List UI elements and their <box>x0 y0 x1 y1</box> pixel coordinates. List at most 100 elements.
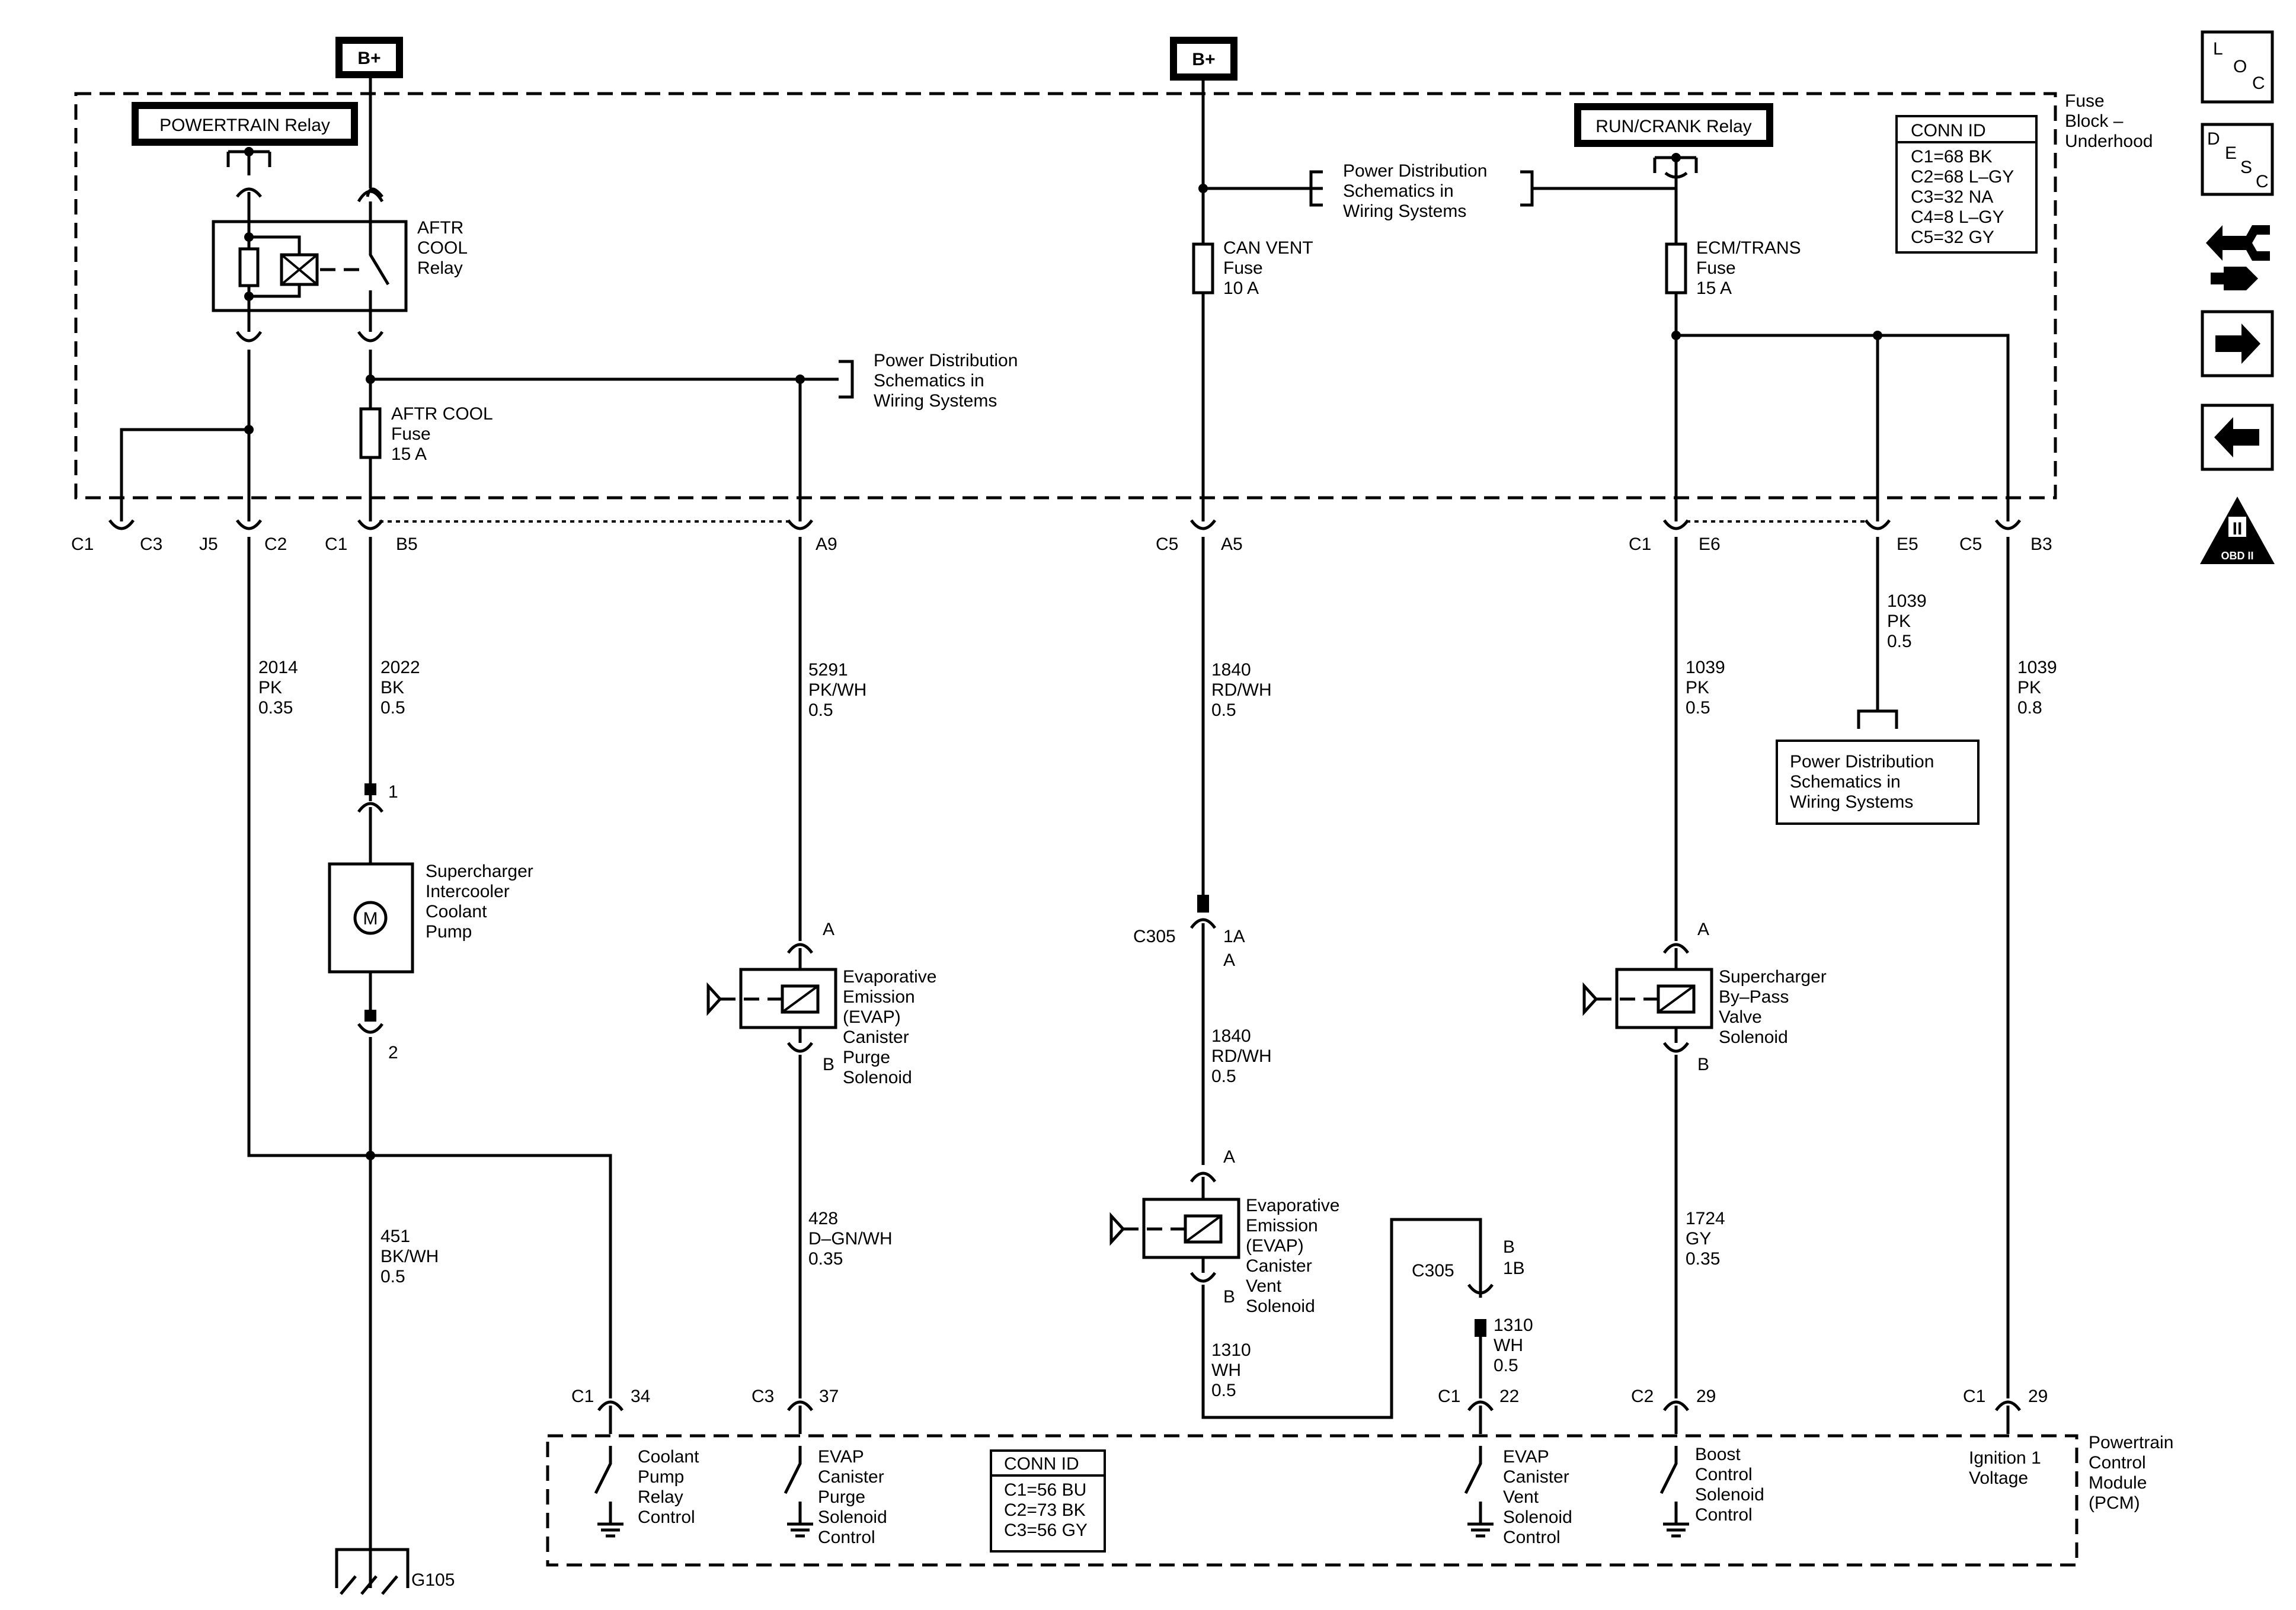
c305-b-label: B <box>1503 1237 1515 1257</box>
svg-text:Evaporative: Evaporative <box>843 967 936 987</box>
fuse-ecm-trans-label: ECM/TRANS Fuse 15 A <box>1696 238 1801 298</box>
svg-text:Schematics in: Schematics in <box>1343 181 1454 201</box>
connector-wrench-icon[interactable] <box>2206 225 2270 290</box>
svg-text:C: C <box>2252 73 2265 93</box>
svg-text:Underhood: Underhood <box>2065 132 2153 151</box>
aftr-cool-relay-label: AFTR COOL Relay <box>417 218 468 278</box>
svg-text:34: 34 <box>631 1387 650 1406</box>
c305-top-label: C305 <box>1133 927 1176 946</box>
wire-1840b-label: 1840 RD/WH 0.5 <box>1211 1026 1272 1086</box>
wire-1039c-label: 1039 PK 0.8 <box>2017 658 2057 718</box>
svg-text:CONN ID: CONN ID <box>1004 1454 1079 1474</box>
svg-text:1724: 1724 <box>1686 1209 1725 1228</box>
wire-1310b-label: 1310 WH 0.5 <box>1494 1315 1533 1375</box>
svg-text:37: 37 <box>819 1387 839 1406</box>
svg-text:Fuse: Fuse <box>391 424 431 444</box>
svg-text:Control: Control <box>1503 1528 1560 1547</box>
svg-text:0.5: 0.5 <box>1211 1381 1236 1400</box>
arrow-left-icon <box>2214 417 2259 457</box>
wire-c1c3-branch <box>120 428 249 510</box>
wire-1724-label: 1724 GY 0.35 <box>1686 1209 1725 1269</box>
svg-text:M: M <box>363 909 378 929</box>
svg-text:1039: 1039 <box>1887 591 1927 611</box>
svg-text:C3=32 NA: C3=32 NA <box>1911 187 1993 207</box>
svg-text:Power Distribution: Power Distribution <box>1343 161 1487 181</box>
svg-text:C1: C1 <box>571 1387 594 1406</box>
svg-text:Vent: Vent <box>1503 1487 1539 1507</box>
ground-g105: G105 <box>335 1548 455 1595</box>
obd-ii-icon[interactable]: II OBD II <box>2200 497 2275 564</box>
svg-text:C2=73 BK: C2=73 BK <box>1004 1500 1086 1520</box>
loc-button[interactable]: L O C <box>2201 30 2274 104</box>
svg-text:Purge: Purge <box>818 1487 865 1507</box>
c305-1a-label: 1A <box>1223 927 1245 946</box>
svg-text:E5: E5 <box>1897 534 1918 554</box>
svg-text:Solenoid: Solenoid <box>843 1068 912 1087</box>
previous-page-button[interactable] <box>2201 404 2274 471</box>
wire-1039a-label: 1039 PK 0.5 <box>1887 591 1927 651</box>
aftr-cool-relay <box>212 187 408 312</box>
vent-pin-a: A <box>1223 1147 1235 1167</box>
svg-text:Solenoid: Solenoid <box>1503 1507 1572 1527</box>
wire-2022-label: 2022 BK 0.5 <box>380 658 420 718</box>
pcm-switch-boost <box>1659 1446 1689 1538</box>
svg-text:OBD II: OBD II <box>2221 550 2253 562</box>
svg-text:PK: PK <box>1887 612 1911 631</box>
svg-text:Emission: Emission <box>1246 1216 1318 1235</box>
next-page-button[interactable] <box>2201 310 2274 377</box>
svg-text:2014: 2014 <box>258 658 298 677</box>
svg-text:(PCM): (PCM) <box>2089 1493 2140 1513</box>
bypass-pin-a: A <box>1697 920 1709 939</box>
svg-text:Emission: Emission <box>843 987 915 1007</box>
arrow-right-icon <box>2215 324 2260 364</box>
svg-text:By–Pass: By–Pass <box>1719 987 1789 1007</box>
bypass-pin-b: B <box>1697 1055 1709 1074</box>
svg-text:Canister: Canister <box>1246 1256 1312 1276</box>
svg-text:AFTR COOL: AFTR COOL <box>391 404 493 424</box>
svg-text:II: II <box>2233 519 2243 539</box>
svg-text:GY: GY <box>1686 1229 1711 1249</box>
svg-text:0.5: 0.5 <box>1211 700 1236 720</box>
pcm-switch-purge <box>784 1446 813 1538</box>
pcm-switch-vent <box>1464 1446 1494 1538</box>
svg-text:1310: 1310 <box>1494 1315 1533 1335</box>
svg-text:Canister: Canister <box>818 1467 884 1487</box>
svg-text:Voltage: Voltage <box>1969 1468 2028 1488</box>
desc-button[interactable]: D E S C <box>2201 123 2274 196</box>
svg-text:Ignition 1: Ignition 1 <box>1969 1448 2041 1468</box>
fuse-can-vent <box>1192 242 1214 510</box>
pcm-circuit-coolant-label: Coolant Pump Relay Control <box>638 1447 699 1527</box>
coolant-pump: M <box>328 783 414 1588</box>
svg-text:CAN VENT: CAN VENT <box>1223 238 1313 258</box>
c305-bottom-label: C305 <box>1412 1261 1454 1281</box>
svg-text:Supercharger: Supercharger <box>426 862 533 881</box>
svg-text:Canister: Canister <box>843 1028 909 1047</box>
wire-power-dist-branch-1 <box>370 377 802 510</box>
pcm-circuit-purge-label: EVAP Canister Purge Solenoid Control <box>818 1447 887 1547</box>
evap-vent-solenoid <box>1109 1172 1482 1419</box>
svg-text:C1=56 BU: C1=56 BU <box>1004 1480 1086 1500</box>
svg-text:PK/WH: PK/WH <box>808 680 866 700</box>
pcm-label: Powertrain Control Module (PCM) <box>2089 1433 2173 1513</box>
svg-text:Supercharger: Supercharger <box>1719 967 1827 987</box>
pcm-switch-coolant <box>594 1446 623 1538</box>
svg-text:Valve: Valve <box>1719 1007 1762 1027</box>
svg-text:C1: C1 <box>1629 534 1651 554</box>
fuse-block-connector-labels: C1 C3 J5 C2 C1 B5 A9 C5 A5 C1 E6 E5 C5 B… <box>71 534 2052 554</box>
svg-text:Control: Control <box>2089 1453 2146 1473</box>
svg-text:C5=32 GY: C5=32 GY <box>1911 228 1994 247</box>
svg-text:C1: C1 <box>325 534 347 554</box>
svg-text:E6: E6 <box>1699 534 1721 554</box>
svg-text:Wiring Systems: Wiring Systems <box>1790 792 1913 812</box>
svg-text:Boost: Boost <box>1695 1445 1741 1464</box>
run-crank-relay-tag: RUN/CRANK Relay <box>1574 103 1773 147</box>
svg-text:A5: A5 <box>1221 534 1243 554</box>
svg-text:Canister: Canister <box>1503 1467 1569 1487</box>
power-dist-ref-1: Power Distribution Schematics in Wiring … <box>839 351 1018 411</box>
svg-text:E: E <box>2225 143 2237 163</box>
svg-text:ECM/TRANS: ECM/TRANS <box>1696 238 1801 258</box>
bypass-valve-solenoid-label: Supercharger By–Pass Valve Solenoid <box>1719 967 1827 1047</box>
svg-text:C1=68 BK: C1=68 BK <box>1911 147 1993 167</box>
svg-text:Control: Control <box>1695 1465 1753 1484</box>
svg-text:0.5: 0.5 <box>1494 1356 1518 1375</box>
